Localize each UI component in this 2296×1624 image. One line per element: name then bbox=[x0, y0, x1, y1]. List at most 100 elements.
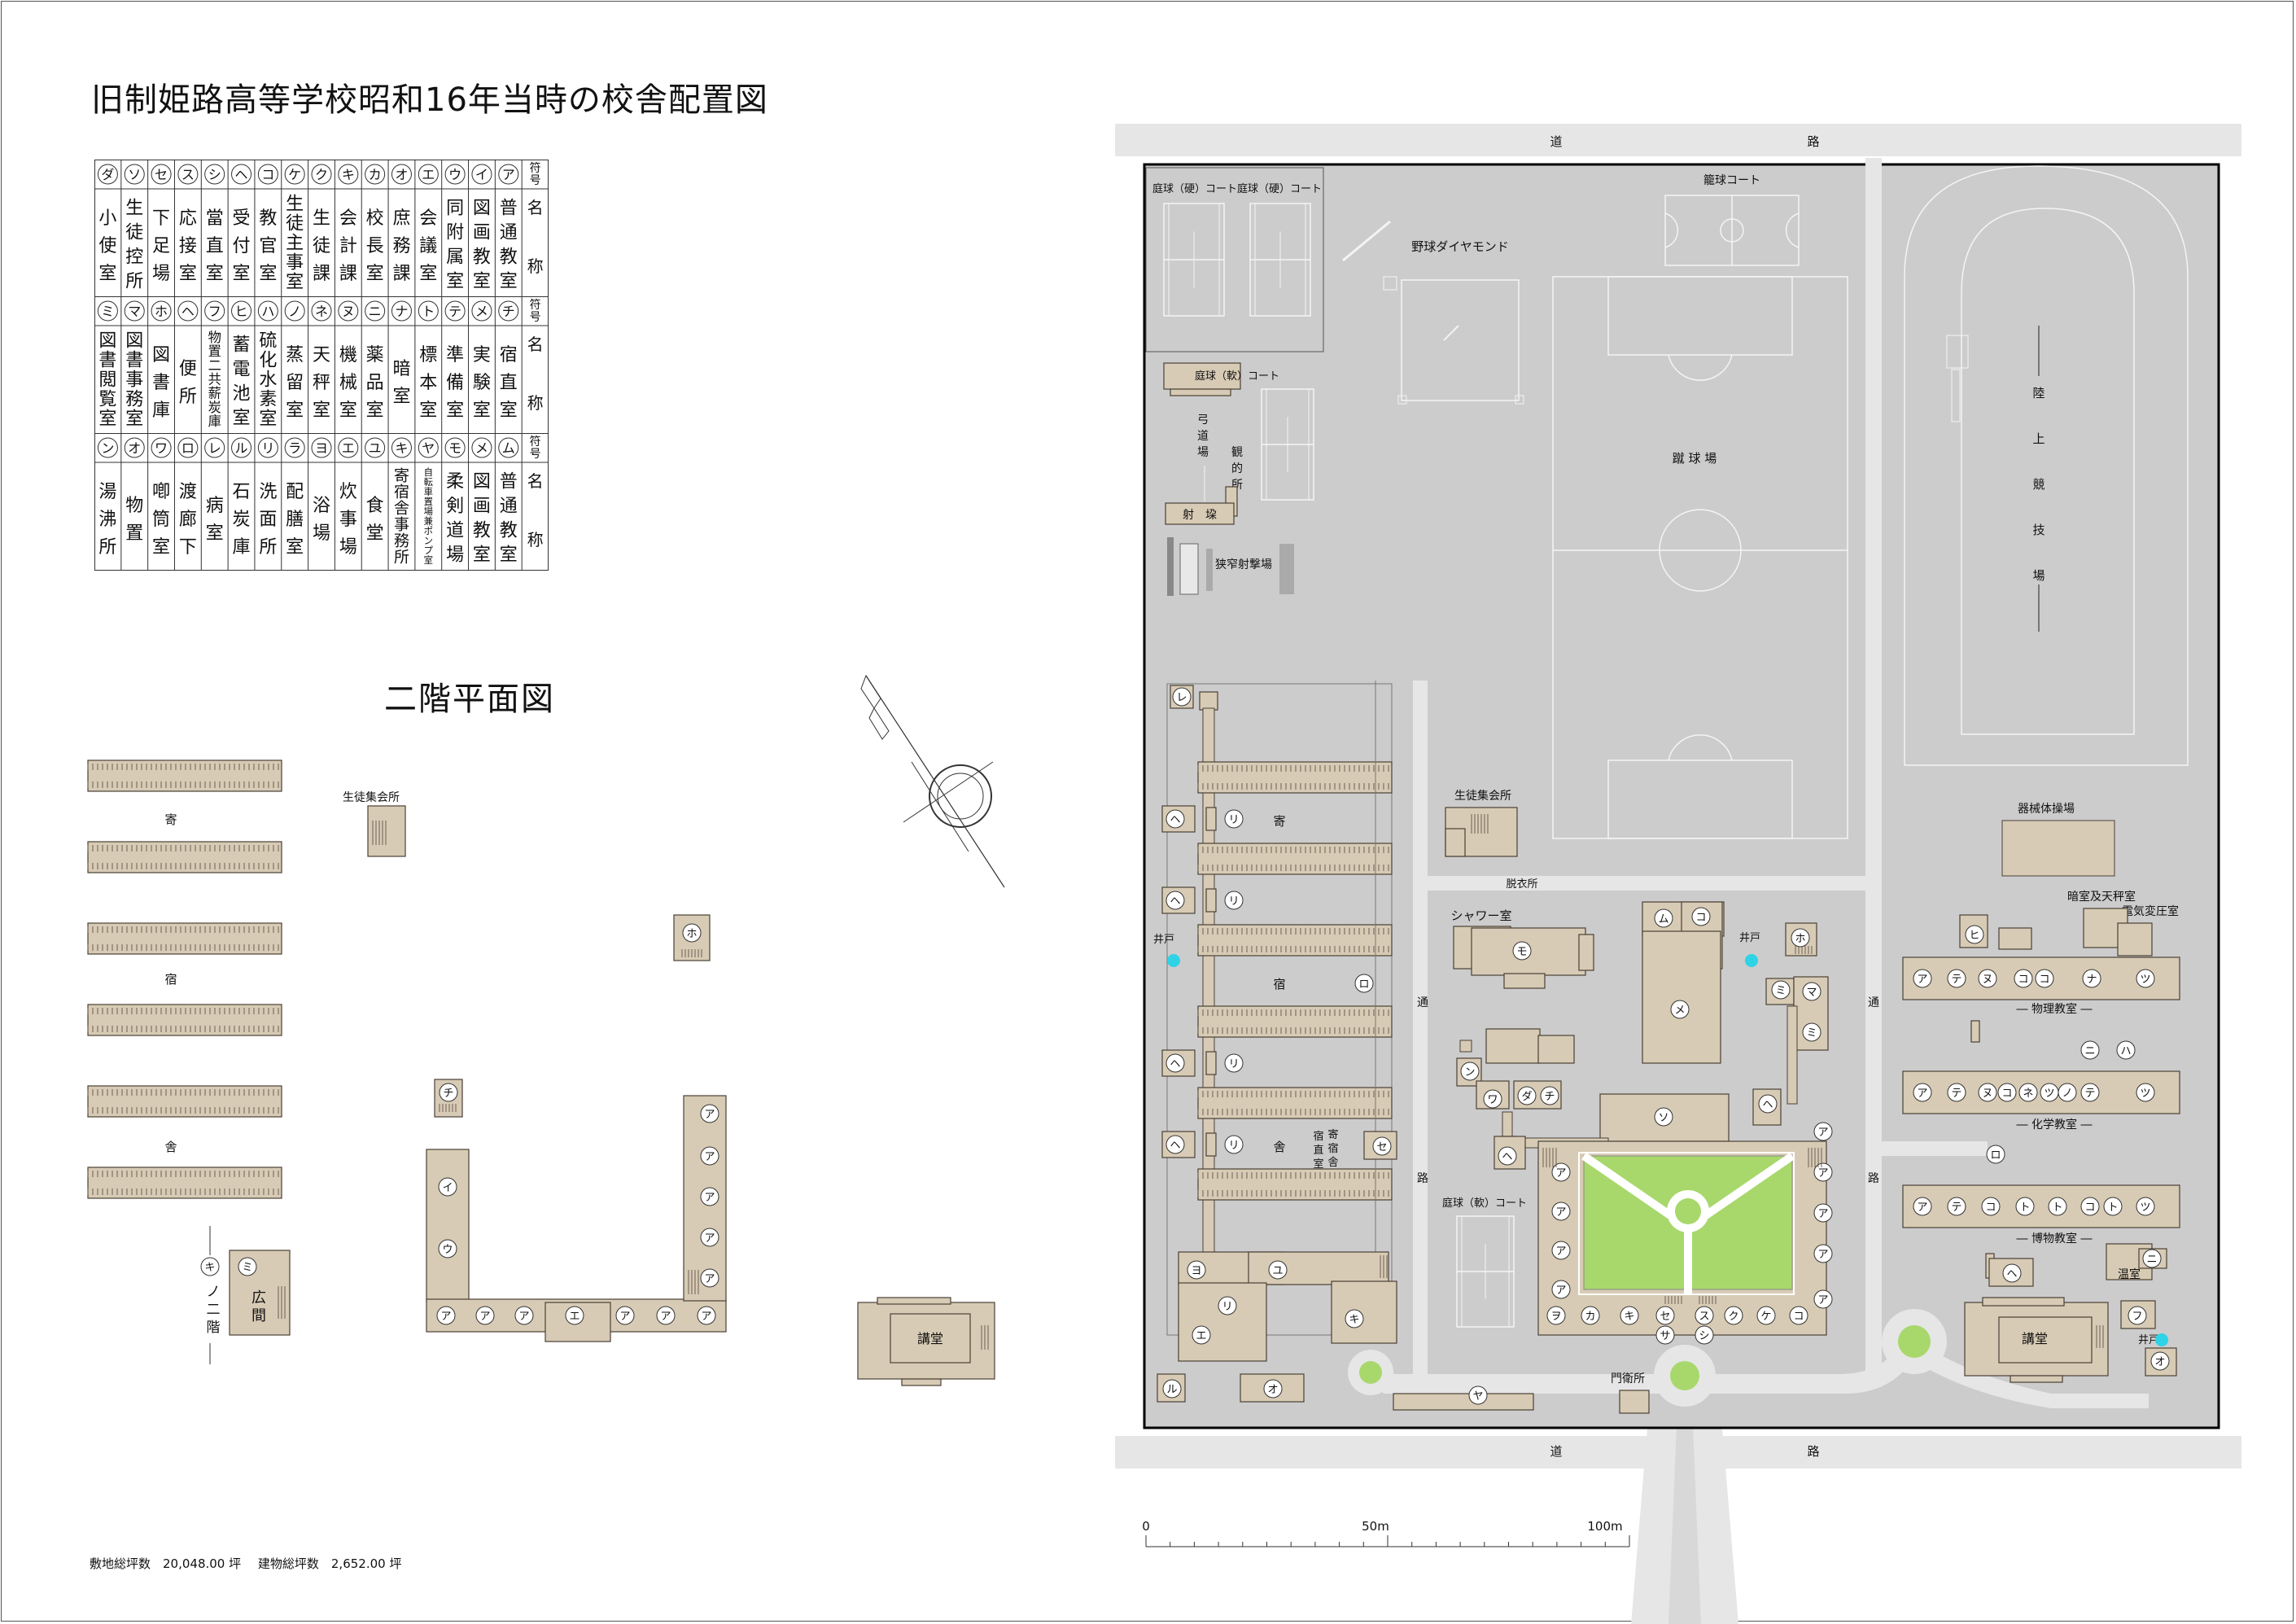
legend-symbol: ヘ bbox=[235, 167, 248, 182]
legend-symbol: ナ bbox=[395, 304, 408, 319]
legend-name-char: 室 bbox=[152, 537, 170, 558]
legend-name-char: 暗 bbox=[392, 359, 410, 379]
legend-name-char: 庫 bbox=[233, 537, 251, 558]
legend-name-char: 天 bbox=[313, 345, 330, 366]
legend-symbol: カ bbox=[369, 167, 382, 182]
legend-symbol-circle bbox=[418, 437, 439, 458]
legend-header-symbol: 符 bbox=[530, 436, 541, 449]
legend-symbol: チ bbox=[502, 304, 515, 319]
legend-symbol-circle bbox=[257, 300, 278, 322]
legend-name-char: 堂 bbox=[366, 523, 384, 544]
legend-name-char: 図 bbox=[473, 472, 491, 492]
legend-header-symbol: 号 bbox=[530, 174, 541, 187]
legend-symbol: オ bbox=[395, 167, 408, 182]
legend-name-char: 図 bbox=[152, 345, 170, 366]
legend-name-char: 書 bbox=[98, 351, 116, 371]
legend-symbol-circle bbox=[97, 437, 118, 458]
legend-name-char: 道 bbox=[446, 521, 464, 541]
legend-name-char: 下 bbox=[152, 208, 170, 229]
legend-header-name: 名 bbox=[527, 335, 544, 354]
legend-name-char: 庶 bbox=[392, 208, 410, 229]
legend-symbol-circle bbox=[97, 164, 118, 185]
legend-symbol-circle bbox=[231, 164, 252, 185]
legend-name-char: 教 bbox=[500, 247, 518, 268]
legend-symbol: シ bbox=[208, 167, 221, 182]
legend-name-char: 会 bbox=[419, 208, 437, 229]
legend-header-name: 名 bbox=[527, 471, 544, 491]
legend-symbol-circle bbox=[97, 300, 118, 322]
legend-symbol: ミ bbox=[101, 304, 114, 319]
legend-name-char: 薬 bbox=[366, 345, 384, 366]
legend-symbol-circle bbox=[498, 437, 519, 458]
legend-name-char: 室 bbox=[233, 409, 251, 429]
legend-header-symbol: 符 bbox=[530, 299, 541, 312]
legend-name-char: 石 bbox=[233, 482, 251, 502]
legend-header-symbol: 号 bbox=[530, 448, 541, 461]
legend-name-char: 秤 bbox=[313, 373, 330, 393]
legend-name-char: 課 bbox=[392, 264, 410, 284]
legend-name-char: 準 bbox=[446, 345, 464, 366]
legend-name-char: 使 bbox=[98, 236, 116, 256]
legend-symbol-circle bbox=[311, 164, 332, 185]
legend-symbol: ヨ bbox=[315, 440, 328, 456]
legend-name-char: 所 bbox=[98, 537, 116, 558]
legend-symbol-circle bbox=[124, 437, 145, 458]
legend-name-char: 薪 bbox=[208, 386, 221, 401]
legend-name-char: 教 bbox=[473, 247, 491, 268]
legend-symbol-circle bbox=[498, 164, 519, 185]
legend-name-char: 本 bbox=[419, 373, 437, 393]
legend-symbol-circle bbox=[391, 437, 412, 458]
legend-grid: 符号名称ア普通教室イ図画教室ウ同附属室エ会議室オ庶務課カ校長室キ会計課ク生徒課ケ… bbox=[94, 160, 549, 571]
legend-symbol: ラ bbox=[288, 440, 301, 456]
legend-name-char: 庫 bbox=[208, 414, 221, 429]
legend-name-char: 室 bbox=[473, 272, 491, 292]
legend-name-char: 寄 bbox=[394, 466, 409, 484]
legend-name-char: 室 bbox=[339, 401, 357, 421]
legend-name-char: 室 bbox=[392, 387, 410, 407]
legend-name-char: 室 bbox=[259, 264, 277, 284]
legend-symbol: ン bbox=[101, 440, 114, 456]
legend-name-char: 室 bbox=[419, 401, 437, 421]
legend-symbol: ニ bbox=[369, 304, 382, 319]
legend-name-char: 務 bbox=[394, 532, 409, 549]
legend-symbol-circle bbox=[471, 164, 492, 185]
legend-name-char: 置 bbox=[424, 496, 433, 507]
legend-symbol: ヒ bbox=[235, 304, 248, 319]
legend-symbol: メ bbox=[475, 440, 488, 456]
legend-symbol-circle bbox=[231, 300, 252, 322]
legend-name-char: 膳 bbox=[286, 510, 304, 530]
legend-name-char: 備 bbox=[446, 373, 464, 393]
legend-symbol-circle bbox=[124, 300, 145, 322]
legend-name-char: 柔 bbox=[446, 472, 464, 492]
legend-name-char: 通 bbox=[500, 497, 518, 517]
legend-symbol-circle bbox=[204, 164, 225, 185]
legend-symbol: ワ bbox=[155, 440, 168, 456]
legend-symbol: オ bbox=[128, 440, 141, 456]
legend-symbol-circle bbox=[177, 300, 199, 322]
legend-name-char: 室 bbox=[233, 264, 251, 284]
legend-header-name: 名 bbox=[527, 198, 544, 217]
legend-header-name: 称 bbox=[527, 530, 544, 549]
legend-name-char: 室 bbox=[125, 409, 143, 430]
legend-name-char: 宿 bbox=[500, 345, 518, 366]
legend-name-char: 教 bbox=[500, 521, 518, 541]
legend-symbol: ホ bbox=[155, 304, 168, 319]
legend-name-char: 務 bbox=[125, 390, 143, 410]
page-title: 旧制姫路高等学校昭和16年当時の校舎配置図 bbox=[91, 81, 768, 119]
legend-symbol-circle bbox=[471, 437, 492, 458]
legend-symbol: レ bbox=[208, 440, 221, 456]
legend-name-char: 所 bbox=[394, 548, 409, 566]
legend-name-char: 共 bbox=[208, 371, 221, 387]
legend-name-char: 渡 bbox=[179, 482, 197, 502]
legend-symbol-circle bbox=[204, 300, 225, 322]
legend-name-char: 品 bbox=[366, 373, 384, 393]
legend-name-char: 通 bbox=[500, 223, 518, 243]
legend-name-char: 室 bbox=[206, 264, 224, 284]
legend-name-char: 配 bbox=[286, 482, 304, 502]
legend-symbol: ユ bbox=[369, 440, 382, 456]
legend-name-char: 沸 bbox=[98, 510, 116, 530]
legend-symbol-circle bbox=[151, 300, 172, 322]
legend-name-char: 場 bbox=[313, 523, 330, 544]
legend-symbol-circle bbox=[338, 437, 359, 458]
legend-name-char: 足 bbox=[152, 236, 170, 256]
